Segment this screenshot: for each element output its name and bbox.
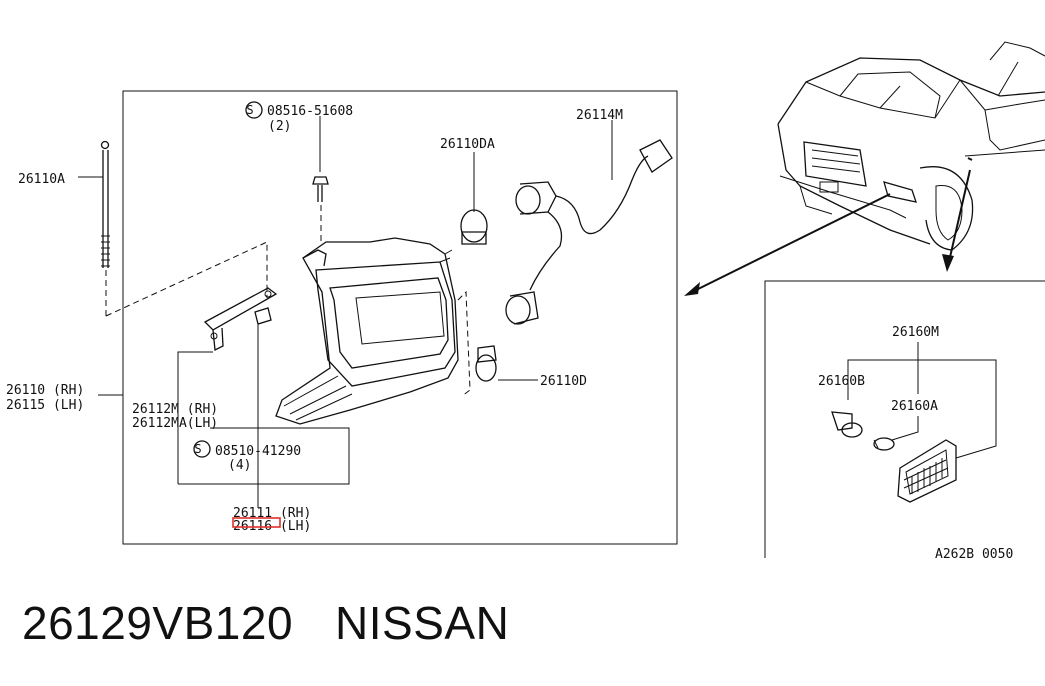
side-marker-drawing [831, 411, 957, 503]
screw-symbol-circle-bottom [193, 440, 211, 458]
label-26160a: 26160A [891, 399, 938, 414]
bulb-26110da-drawing [460, 152, 488, 245]
side-bulb-leader [891, 360, 919, 441]
label-lamp-lh: 26115 (LH) [6, 398, 84, 413]
highlight-box-26116 [232, 517, 281, 528]
main-panel-frame [122, 90, 678, 545]
label-26110a: 26110A [18, 172, 65, 187]
harness-drawing [505, 120, 673, 325]
side-panel-frame [764, 280, 1045, 558]
screw-symbol-top: S [246, 103, 253, 117]
vehicle-sketch [777, 41, 1045, 251]
part-caption: 26129VB120 NISSAN [22, 596, 551, 650]
label-26160m: 26160M [892, 325, 939, 340]
label-26114m: 26114M [576, 108, 623, 123]
bracket-drawing [203, 287, 278, 352]
mount-plane-dashed [105, 241, 268, 317]
brand-name: NISSAN [335, 597, 510, 649]
label-bracket-rh: 26112M (RH) [132, 402, 218, 417]
reference-code: A262B 0050 [935, 547, 1013, 562]
side-marker-callout-lines [847, 342, 997, 459]
part-number: 26129VB120 [22, 597, 294, 649]
bracket-callout-lines [177, 351, 350, 485]
pointer-arrows [684, 157, 973, 296]
label-26110da: 26110DA [440, 137, 495, 152]
label-screw-top-qty: (2) [268, 119, 291, 134]
label-lamp-rh: 26110 (RH) [6, 383, 84, 398]
bulb-26110d-drawing [475, 345, 538, 382]
label-26160b: 26160B [818, 374, 865, 389]
label-screw-bottom-qty: (4) [228, 458, 251, 473]
label-screw-top-code: 08516-51608 [267, 104, 353, 119]
lamp-housing-drawing [275, 237, 471, 425]
label-26110d: 26110D [540, 374, 587, 389]
bolt-26110a-drawing [78, 140, 110, 316]
label-bracket-lh: 26112MA(LH) [132, 416, 218, 431]
screw-top-drawing [245, 101, 329, 245]
screw-symbol-bottom: S [194, 442, 201, 456]
